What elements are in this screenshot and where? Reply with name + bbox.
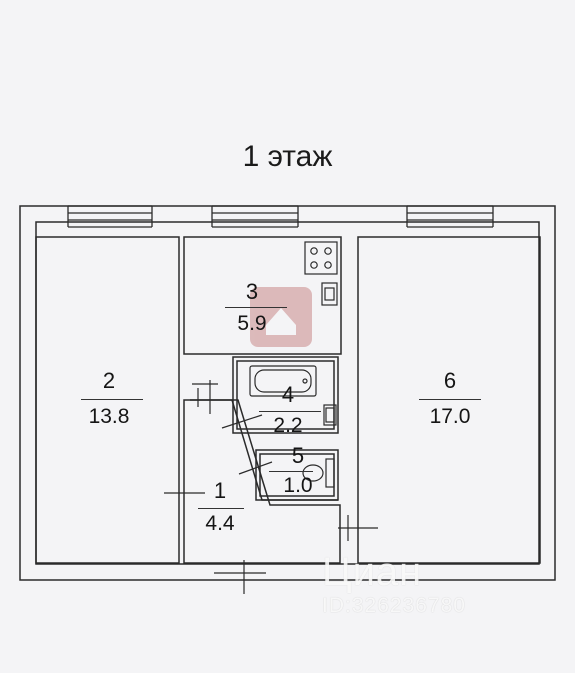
room-6-divider (419, 399, 481, 400)
window-left (67, 205, 153, 228)
window-middle (211, 205, 299, 228)
windows (67, 205, 494, 228)
room-2-number: 2 (102, 368, 116, 393)
watermark-id: ID:326236780 (322, 594, 466, 617)
room-3-number: 3 (245, 279, 259, 304)
room-2-divider (81, 399, 143, 400)
room-3-area: 5.9 (237, 312, 267, 335)
room-5-number: 5 (291, 443, 305, 468)
room-4-divider (259, 411, 321, 412)
floor-title: 1 этаж (242, 140, 333, 173)
house-logo-icon (250, 287, 312, 347)
room-2-area: 13.8 (88, 405, 130, 428)
toilet-icon (302, 458, 335, 488)
walls (19, 205, 556, 581)
stove-icon (304, 241, 338, 275)
room-6-area: 17.0 (429, 405, 471, 428)
room-1-number: 1 (213, 478, 227, 503)
room-1-area: 4.4 (205, 512, 235, 535)
room-4-area: 2.2 (273, 414, 303, 437)
bathtub-icon (249, 365, 317, 397)
room-4-number: 4 (281, 382, 295, 407)
room-3-divider (225, 307, 287, 308)
room-1-divider (198, 508, 244, 509)
kitchen-sink-icon (321, 282, 338, 306)
bathroom-sink-icon (323, 404, 337, 426)
window-right (406, 205, 494, 228)
room-6-number: 6 (443, 368, 457, 393)
room-5-divider (269, 471, 313, 472)
door-marks (164, 380, 378, 594)
watermark-brand: Циан (322, 550, 423, 594)
room-5-area: 1.0 (283, 474, 313, 497)
